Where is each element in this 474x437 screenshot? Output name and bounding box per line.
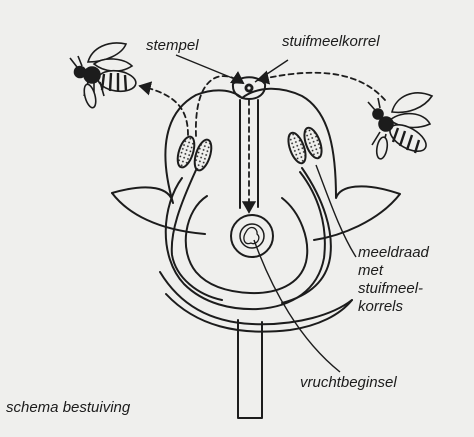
ovary-chamber [239, 223, 265, 249]
anther-right-a [287, 131, 307, 165]
ovule [243, 226, 260, 245]
caption: schema bestuiving [6, 399, 131, 416]
ovary [230, 214, 274, 258]
leader-meeldraad [315, 164, 357, 258]
anther-right-b [303, 126, 323, 160]
receptacle-inner [184, 195, 309, 295]
filament-right [281, 167, 332, 304]
receptacle-base [159, 271, 353, 326]
label-meeldraad-line2: met [358, 262, 384, 279]
label-meeldraad-line3: stuifmeel- [358, 280, 424, 297]
pollen-grain-icon [244, 83, 254, 93]
label-stuifmeelkorrel: stuifmeelkorrel [282, 33, 380, 50]
leader-vruchtbeginsel [253, 239, 341, 373]
bee-left-icon [69, 42, 137, 109]
label-meeldraad: meeldraad met stuifmeel- korrels [358, 244, 429, 316]
leader-stuifmeelkorrel [254, 59, 289, 83]
petal-outline [111, 87, 401, 241]
pollen-path-over-stigma [195, 71, 245, 137]
stalk [237, 319, 263, 419]
sepal-bottom [165, 293, 353, 333]
leader-stempel [175, 54, 244, 85]
petal-left-lower [111, 192, 206, 235]
anther-left-b [193, 138, 213, 172]
receptacle-outer [164, 171, 326, 311]
label-meeldraad-line1: meeldraad [358, 244, 429, 261]
label-stempel: stempel [146, 37, 199, 54]
pollen-path-from-right-bee [256, 70, 386, 101]
stigma [231, 76, 267, 100]
label-vruchtbeginsel: vruchtbeginsel [300, 374, 397, 391]
label-meeldraad-line4: korrels [358, 298, 404, 315]
anther-left-a [176, 135, 196, 169]
filament-left [170, 169, 223, 301]
pollen-path-to-left-bee [138, 81, 189, 136]
bee-right-icon [367, 92, 434, 160]
